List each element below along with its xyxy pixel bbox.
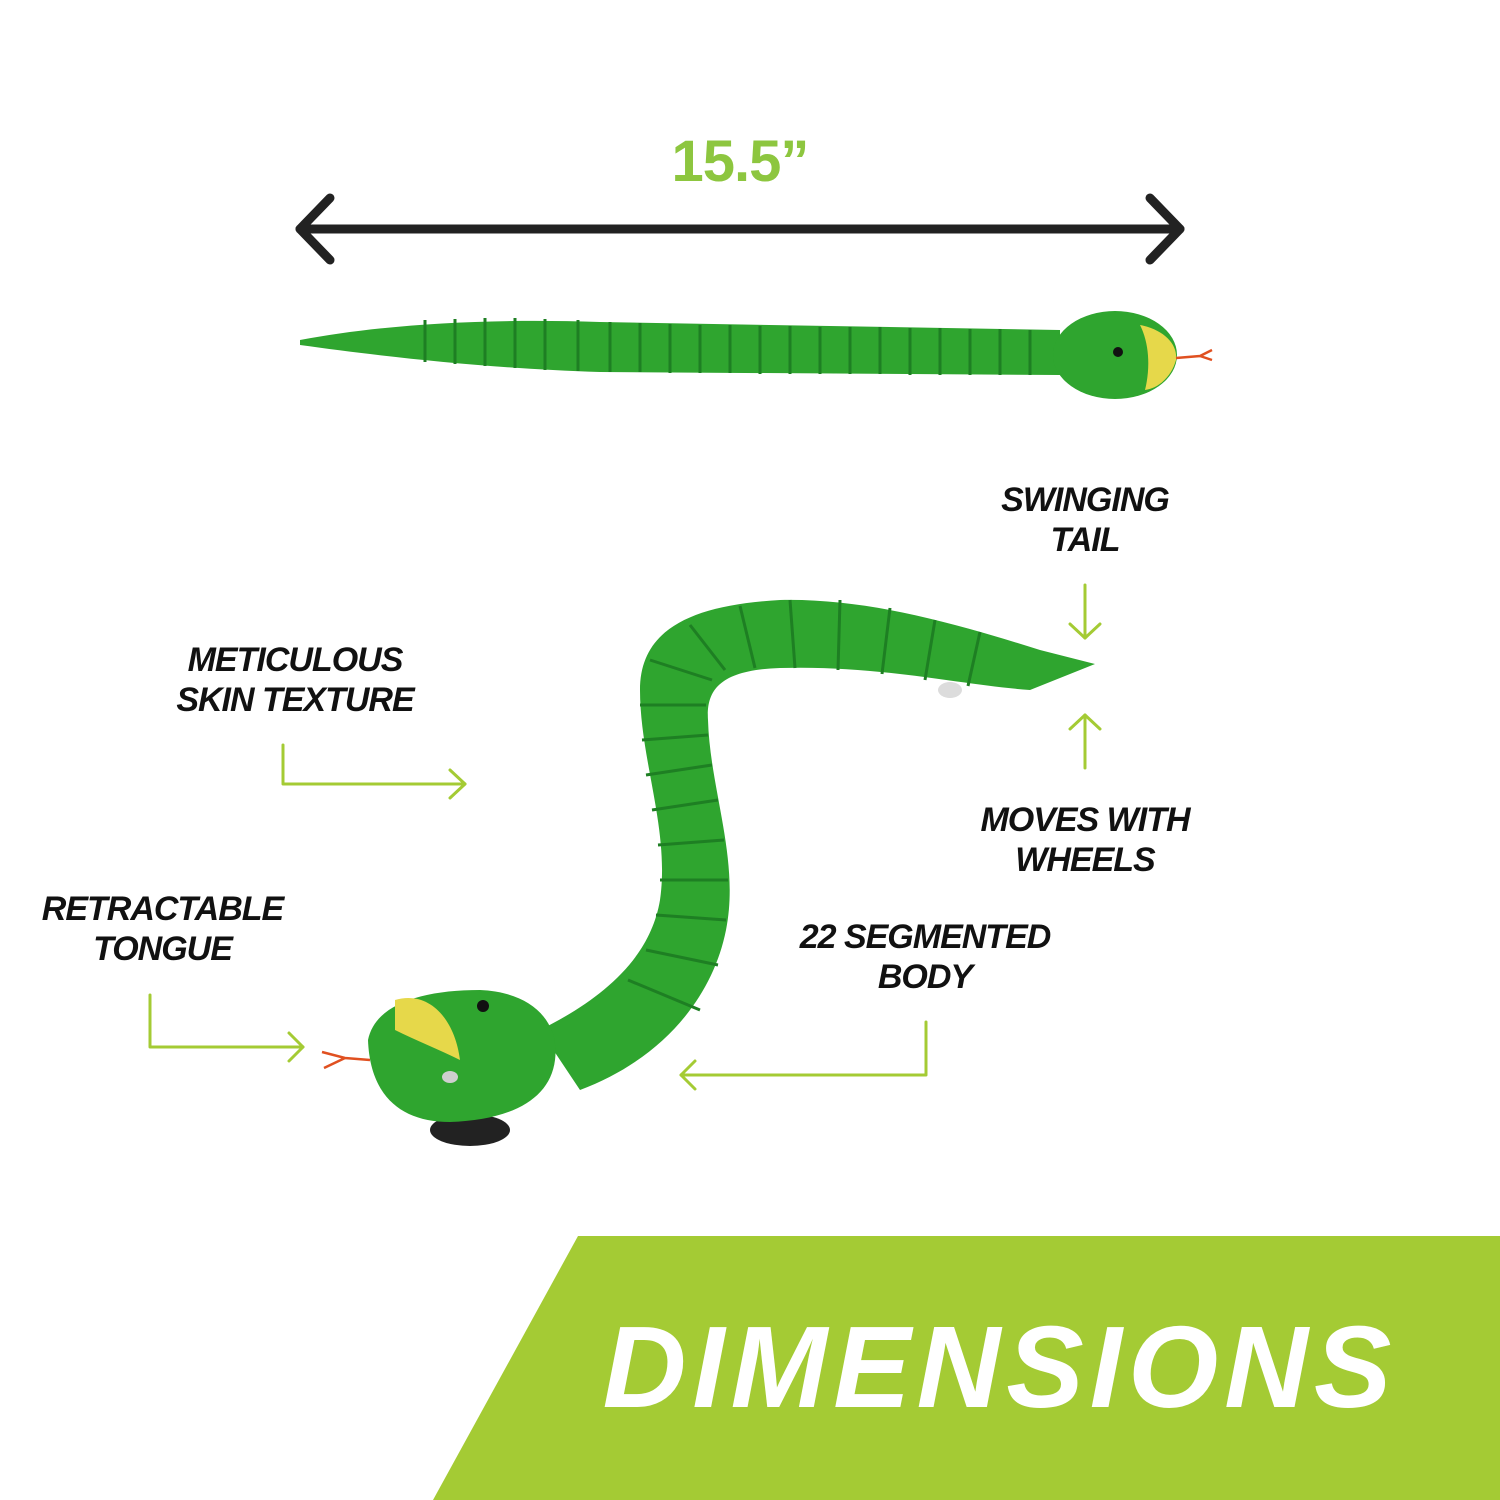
callout-line: RETRACTABLE [41,890,284,928]
dimension-arrow [295,193,1185,265]
callout-skin-texture: METICULOUS SKIN TEXTURE [145,640,445,720]
callout-swinging-tail: SWINGING TAIL [945,480,1225,560]
callout-line: METICULOUS [187,641,404,679]
snake-curved-image [321,599,1095,1146]
snake-straight-image [300,311,1213,399]
callout-line: TAIL [1050,521,1120,559]
arrow-swinging-tail [1068,583,1102,640]
arrow-skin-texture [281,743,467,800]
callout-wheels: MOVES WITH WHEELS [945,800,1225,880]
callout-line: BODY [877,958,973,996]
length-measurement-label: 15.5” [671,129,810,194]
arrow-tongue [148,993,305,1063]
banner-background [433,1236,1500,1500]
callout-line: TONGUE [93,930,233,968]
callout-line: SKIN TEXTURE [176,681,414,719]
arrow-wheels [1068,713,1102,770]
arrow-segmented-body [679,1020,928,1091]
callout-line: MOVES WITH [980,801,1190,839]
callout-line: WHEELS [1015,841,1155,879]
callout-line: SWINGING [1001,481,1170,519]
callout-tongue: RETRACTABLE TONGUE [20,889,305,969]
banner-title: DIMENSIONS [602,1302,1398,1432]
callout-line: 22 SEGMENTED [799,918,1052,956]
callout-segmented-body: 22 SEGMENTED BODY [770,917,1080,997]
